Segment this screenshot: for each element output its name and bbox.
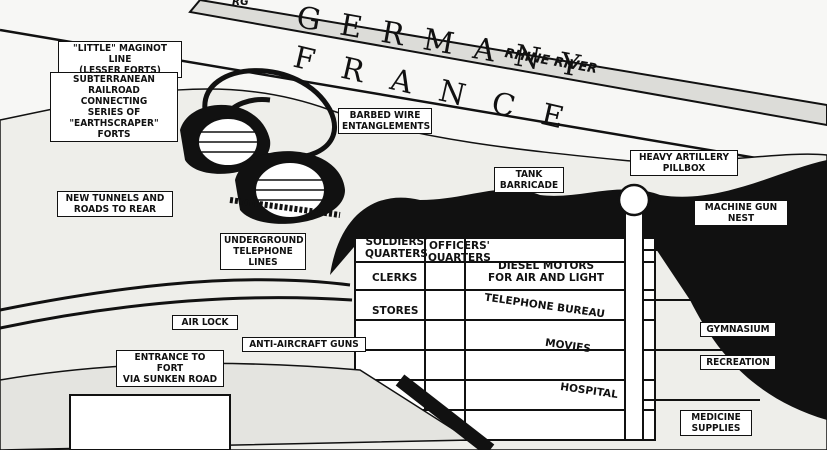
label-machine-gun-nest: MACHINE GUN NEST xyxy=(694,200,788,226)
dome-stripes xyxy=(198,131,324,201)
corner-text: RG xyxy=(232,0,249,8)
telephone-tunnel xyxy=(0,278,351,312)
label-medicine-supplies: MEDICINE SUPPLIES xyxy=(680,410,752,436)
label-clerks: CLERKS xyxy=(372,272,418,284)
right-wing-floors xyxy=(643,249,770,401)
label-tank-barricade: TANK BARRICADE xyxy=(494,167,564,193)
label-recreation: RECREATION xyxy=(700,355,776,370)
label-entrance-to-fort: ENTRANCE TO FORT VIA SUNKEN ROAD xyxy=(116,350,224,387)
label-subterranean-railroad: SUBTERRANEAN RAILROAD CONNECTING SERIES … xyxy=(50,72,178,142)
label-anti-aircraft-guns: ANTI-AIRCRAFT GUNS xyxy=(242,337,366,352)
elevator-shaft xyxy=(624,189,644,441)
label-barbed-wire: BARBED WIRE ENTANGLEMENTS xyxy=(338,108,432,134)
label-soldiers-quarters: SOLDIERS' QUARTERS xyxy=(365,236,428,260)
railroad-track xyxy=(229,197,341,218)
label-diesel-motors: DIESEL MOTORS FOR AIR AND LIGHT xyxy=(488,260,605,284)
label-gymnasium: GYMNASIUM xyxy=(700,322,776,337)
label-new-tunnels: NEW TUNNELS AND ROADS TO REAR xyxy=(57,191,173,217)
label-air-lock: AIR LOCK xyxy=(172,315,238,330)
telephone-tunnel-inner xyxy=(0,296,353,330)
label-heavy-artillery-pillbox: HEAVY ARTILLERY PILLBOX xyxy=(630,150,738,176)
label-little-maginot-line: "LITTLE" MAGINOT LINE (LESSER FORTS) xyxy=(58,41,182,78)
label-officers-quarters: OFFICERS' QUARTERS xyxy=(428,240,491,264)
diagonal-hatching xyxy=(395,374,495,450)
label-underground-telephone: UNDERGROUND TELEPHONE LINES xyxy=(220,233,306,270)
label-stores: STORES xyxy=(372,305,419,317)
rhine-river-band xyxy=(188,0,827,127)
bunker-block xyxy=(69,394,231,450)
artillery-pillbox-dome xyxy=(617,183,651,217)
